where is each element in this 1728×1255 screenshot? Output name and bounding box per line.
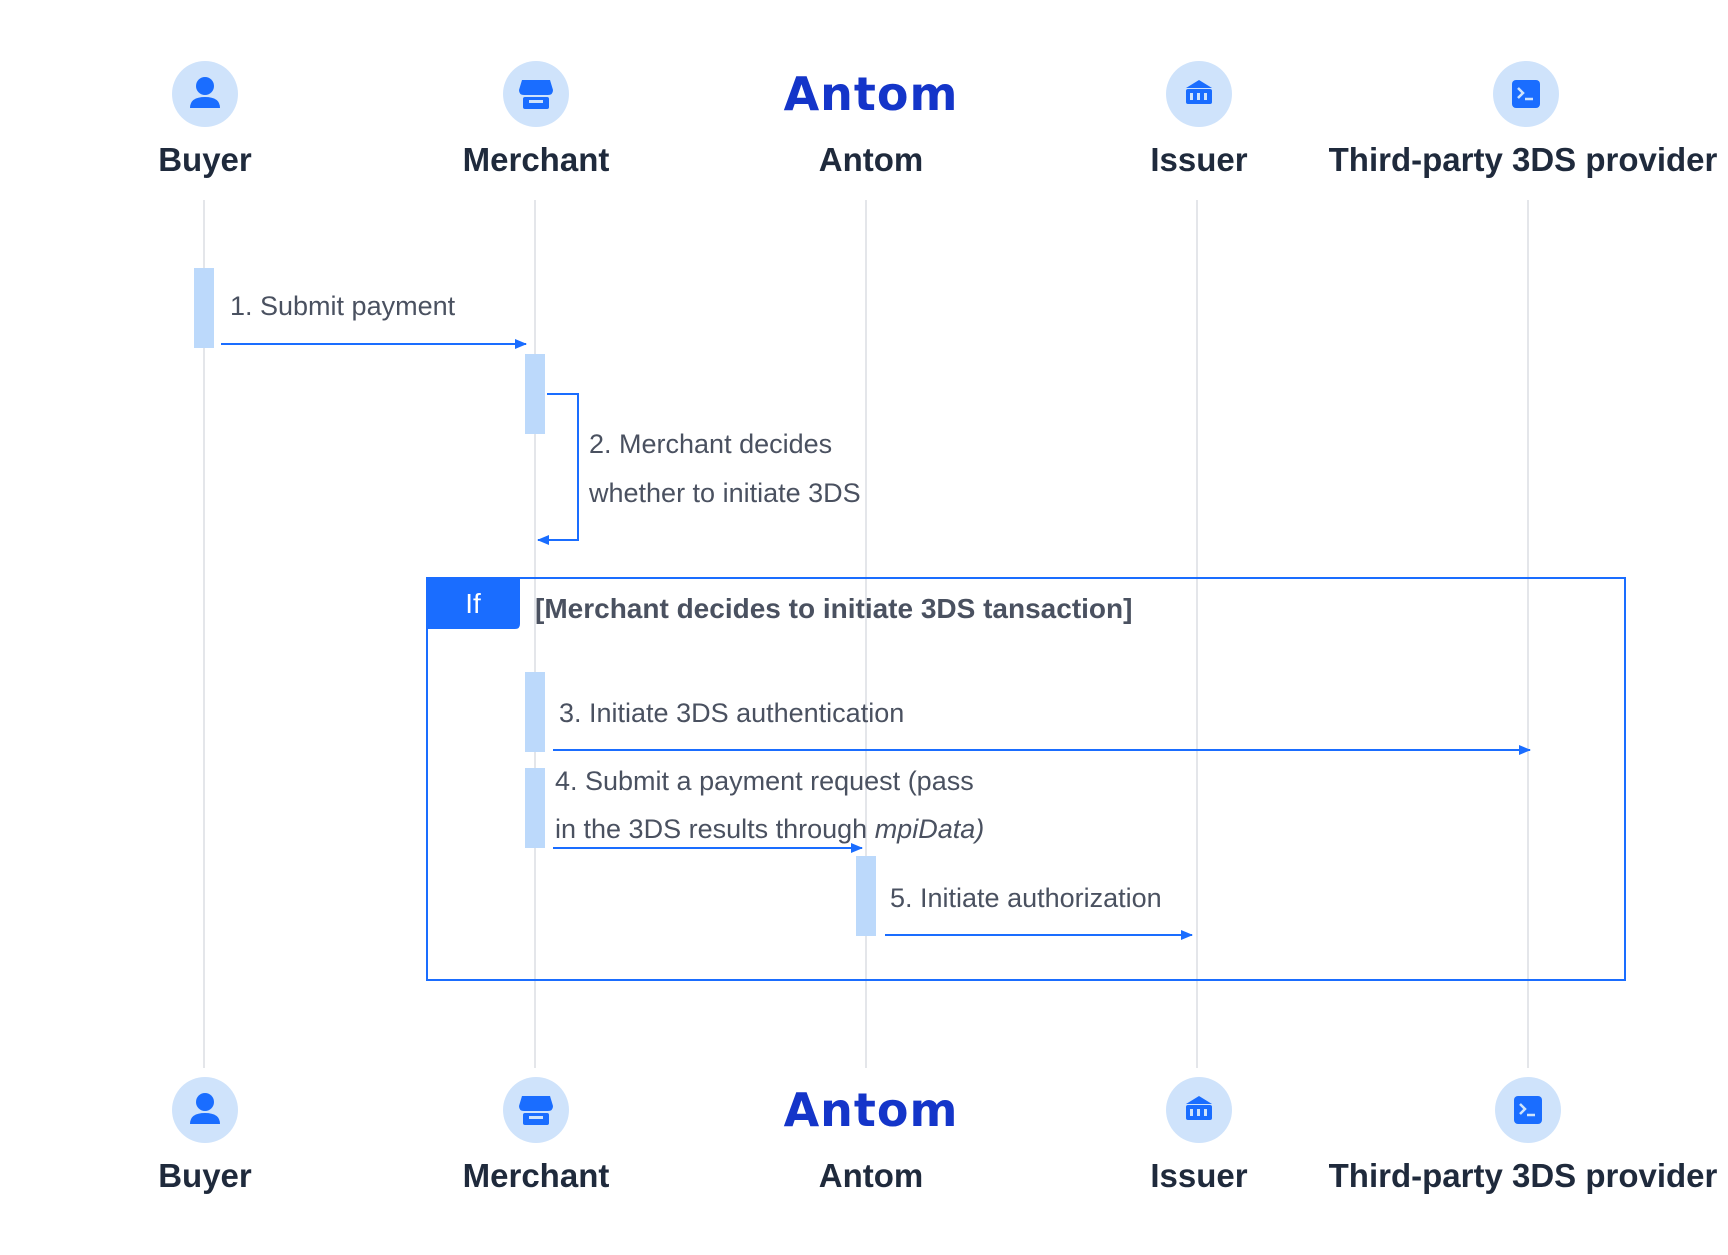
bank-icon — [1166, 1077, 1232, 1143]
terminal-icon — [1493, 61, 1559, 127]
activation-merchant-1 — [525, 354, 545, 434]
message-5-label: 5. Initiate authorization — [890, 883, 1162, 913]
actors-top: Buyer Merchant Antom Antom — [158, 61, 1718, 178]
message-1-label: 1. Submit payment — [230, 291, 456, 321]
message-2-arrow — [537, 393, 579, 545]
message-4-label-line2-text: in the 3DS results through — [555, 814, 875, 844]
if-fragment-frame — [426, 577, 1626, 981]
actor-issuer-bottom: Issuer — [1150, 1077, 1248, 1194]
message-4-label-line2-italic: mpiData) — [875, 814, 985, 844]
person-icon — [172, 1077, 238, 1143]
actor-name: Buyer — [158, 141, 252, 178]
bank-icon — [1166, 61, 1232, 127]
lifelines — [203, 200, 1529, 1068]
actor-name: Antom — [819, 1157, 923, 1194]
activation-buyer — [194, 268, 214, 348]
message-2-label-line1: 2. Merchant decides — [589, 429, 832, 459]
actors-bottom: Buyer Merchant Antom Antom I — [158, 1077, 1718, 1194]
store-icon — [503, 61, 569, 127]
actor-name: Issuer — [1150, 1157, 1247, 1194]
actor-third-party-bottom: Third-party 3DS provider — [1329, 1077, 1718, 1194]
if-tag-label: If — [465, 588, 481, 619]
activation-merchant-2 — [525, 672, 545, 752]
activation-antom — [856, 856, 876, 936]
actor-name: Merchant — [463, 1157, 610, 1194]
actor-merchant-bottom: Merchant — [463, 1077, 610, 1194]
antom-logo: Antom — [784, 1083, 959, 1137]
actor-name: Merchant — [463, 141, 610, 178]
actor-name: Antom — [819, 141, 923, 178]
actor-issuer-top: Issuer — [1150, 61, 1248, 178]
actor-third-party-top: Third-party 3DS provider — [1329, 61, 1718, 178]
actor-buyer-bottom: Buyer — [158, 1077, 252, 1194]
antom-logo: Antom — [784, 67, 959, 121]
actor-antom-top: Antom Antom — [784, 67, 959, 178]
messages: 1. Submit payment 2. Merchant decides wh… — [221, 291, 1531, 940]
message-4-label-line2: in the 3DS results through mpiData) — [555, 814, 984, 844]
actor-merchant-top: Merchant — [463, 61, 610, 178]
person-icon — [172, 61, 238, 127]
actor-name: Third-party 3DS provider — [1329, 1157, 1718, 1194]
activations — [194, 268, 876, 936]
store-icon — [503, 1077, 569, 1143]
actor-name: Buyer — [158, 1157, 252, 1194]
actor-buyer-top: Buyer — [158, 61, 252, 178]
message-4-label-line1: 4. Submit a payment request (pass — [555, 766, 974, 796]
terminal-icon — [1495, 1077, 1561, 1143]
message-2-label-line2: whether to initiate 3DS — [588, 478, 861, 508]
if-guard-condition: [Merchant decides to initiate 3DS tansac… — [535, 593, 1132, 624]
if-fragment: If [Merchant decides to initiate 3DS tan… — [426, 577, 1626, 981]
if-tag-box — [427, 578, 520, 629]
message-3-label: 3. Initiate 3DS authentication — [559, 698, 904, 728]
activation-merchant-3 — [525, 768, 545, 848]
actor-name: Issuer — [1150, 141, 1247, 178]
actor-antom-bottom: Antom Antom — [784, 1083, 959, 1194]
actor-name: Third-party 3DS provider — [1329, 141, 1718, 178]
